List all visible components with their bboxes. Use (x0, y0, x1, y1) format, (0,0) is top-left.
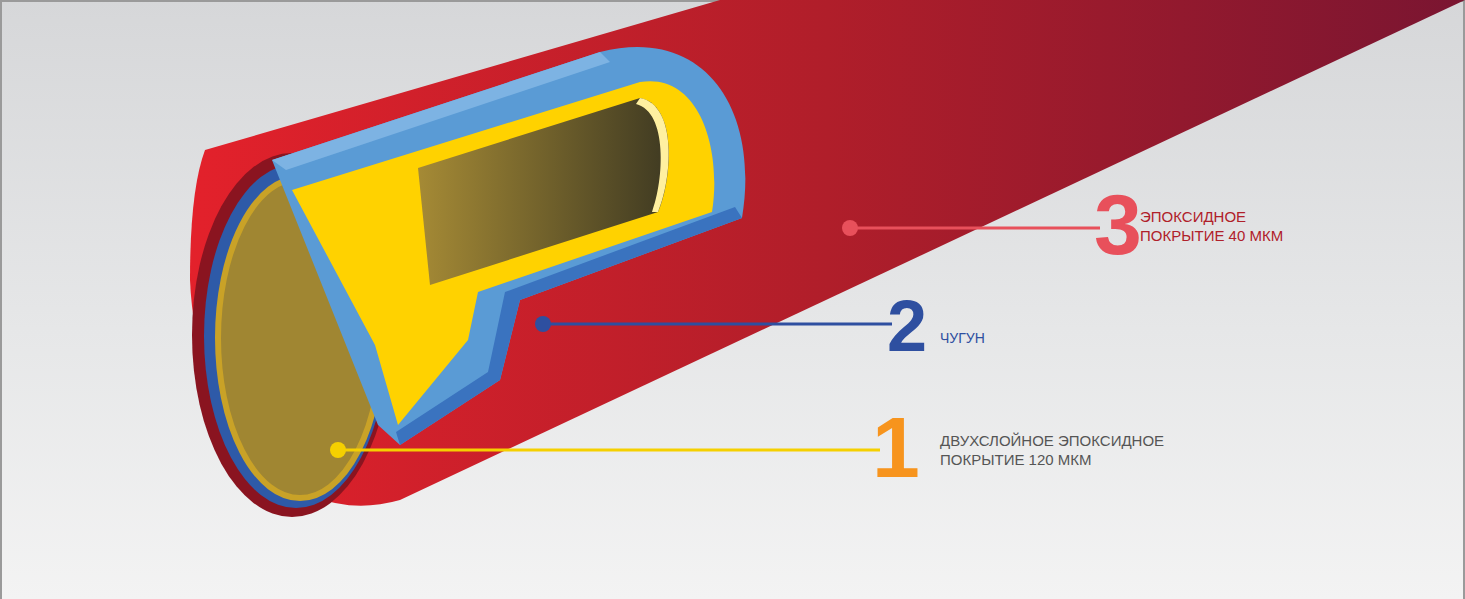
leader-dot (330, 442, 346, 458)
pipe-body (190, 0, 1465, 506)
leader-line (850, 227, 1100, 230)
callout-number: 3 (1094, 181, 1142, 267)
callout-text: ЧУГУН (940, 329, 1060, 348)
leader-dot (842, 220, 858, 236)
leader-line (543, 323, 892, 326)
pipe-hollow (418, 98, 669, 285)
leader-dot (535, 316, 551, 332)
iron-cut (272, 47, 745, 445)
callout-number: 2 (887, 290, 927, 362)
callout-text: ДВУХСЛОЙНОЕ ЭПОКСИДНОЕ ПОКРЫТИЕ 120 МКМ (940, 431, 1190, 469)
leader-line (338, 449, 880, 452)
callout-text: ЭПОКСИДНОЕ ПОКРЫТИЕ 40 МКМ (1140, 207, 1290, 245)
coating-cut (292, 81, 714, 425)
callout-number: 1 (872, 404, 920, 490)
hollow-edge (636, 98, 669, 212)
